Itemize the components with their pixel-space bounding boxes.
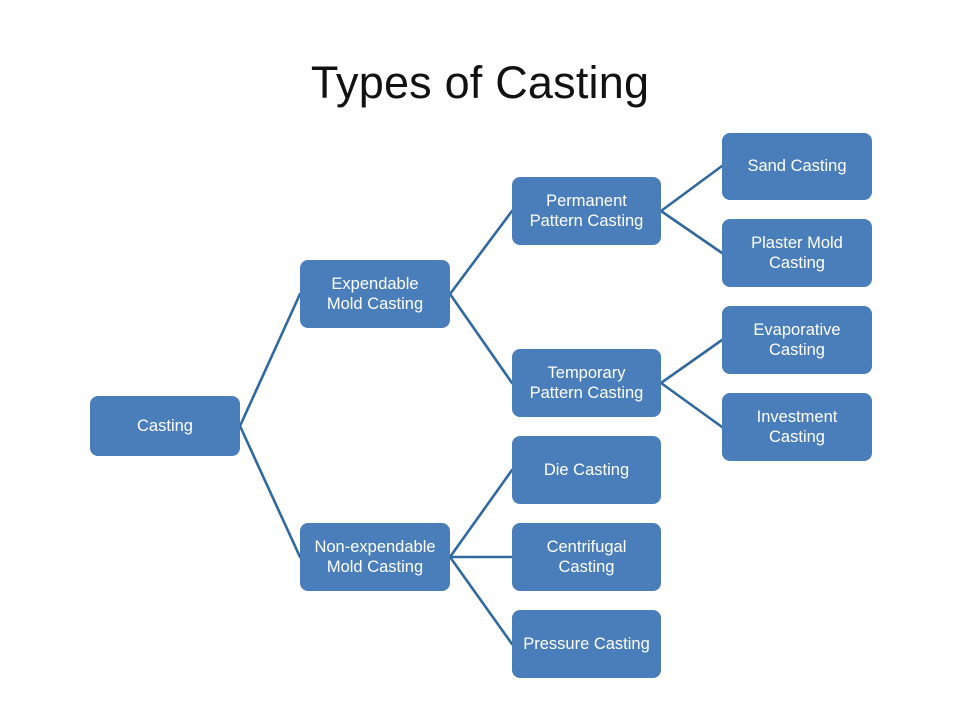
connector-expendable-to-temporary <box>448 292 514 385</box>
node-evaporative-casting[interactable]: Evaporative Casting <box>722 306 872 374</box>
node-non-expendable-mold-casting-label: Non-expendable Mold Casting <box>314 537 436 576</box>
node-die-casting-label: Die Casting <box>543 460 630 479</box>
connector-temporary-to-investment <box>659 381 724 429</box>
node-plaster-mold-casting[interactable]: Plaster Mold Casting <box>722 219 872 287</box>
node-expendable-mold-casting[interactable]: Expendable Mold Casting <box>300 260 450 328</box>
connector-root-to-expendable <box>238 292 302 428</box>
node-sand-casting[interactable]: Sand Casting <box>722 133 872 200</box>
node-non-expendable-mold-casting[interactable]: Non-expendable Mold Casting <box>300 523 450 591</box>
node-sand-casting-label: Sand Casting <box>747 157 847 176</box>
page-title: Types of Casting <box>310 57 650 108</box>
node-evaporative-casting-label: Evaporative Casting <box>753 320 841 359</box>
connector-root-to-non-expendable <box>238 424 302 559</box>
node-temporary-pattern-casting-label: Temporary Pattern Casting <box>529 363 644 402</box>
node-centrifugal-casting[interactable]: Centrifugal Casting <box>512 523 661 591</box>
node-permanent-pattern-casting-label: Permanent Pattern Casting <box>529 191 644 230</box>
connector-permanent-to-sand <box>659 164 724 213</box>
connector-nonexpendable-to-die <box>448 468 514 559</box>
node-die-casting[interactable]: Die Casting <box>512 436 661 504</box>
node-casting-label: Casting <box>137 416 193 435</box>
node-expendable-mold-casting-label: Expendable Mold Casting <box>326 274 424 313</box>
connector-nonexpendable-to-pressure <box>448 555 514 646</box>
node-pressure-casting[interactable]: Pressure Casting <box>512 610 661 678</box>
node-permanent-pattern-casting[interactable]: Permanent Pattern Casting <box>512 177 661 245</box>
connector-permanent-to-plaster <box>659 209 724 255</box>
connector-temporary-to-evaporative <box>659 338 724 385</box>
node-plaster-mold-casting-label: Plaster Mold Casting <box>751 233 843 272</box>
node-centrifugal-casting-label: Centrifugal Casting <box>546 537 627 576</box>
node-pressure-casting-label: Pressure Casting <box>523 634 650 653</box>
node-investment-casting[interactable]: Investment Casting <box>722 393 872 461</box>
node-temporary-pattern-casting[interactable]: Temporary Pattern Casting <box>512 349 661 417</box>
connector-expendable-to-permanent <box>448 209 514 296</box>
node-investment-casting-label: Investment Casting <box>756 407 838 446</box>
node-casting[interactable]: Casting <box>90 396 240 456</box>
